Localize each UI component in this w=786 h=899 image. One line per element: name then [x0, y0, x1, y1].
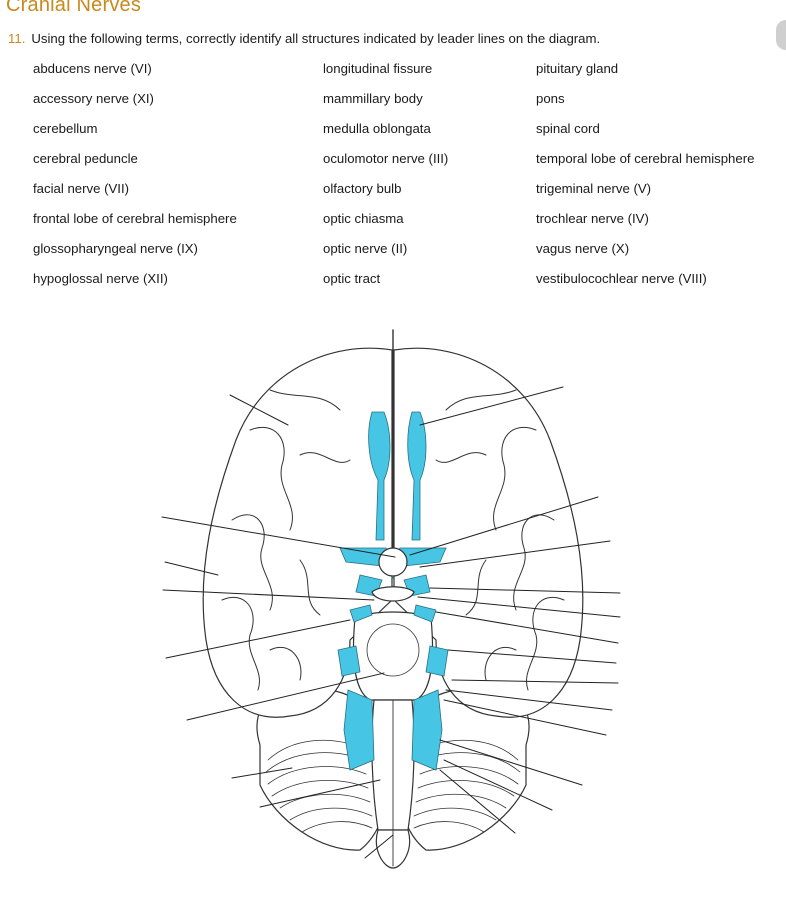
- leader-line: [451, 679, 619, 684]
- cerebral-hemispheres-drawing: [202, 329, 584, 718]
- leader-lines: [161, 386, 621, 859]
- question-number: 11.: [8, 31, 26, 46]
- term-item: trochlear nerve (IV): [536, 211, 649, 226]
- leader-line: [231, 767, 293, 779]
- leader-line: [439, 739, 583, 786]
- term-item: optic chiasma: [323, 211, 404, 226]
- term-item: mammillary body: [323, 91, 423, 106]
- term-item: oculomotor nerve (III): [323, 151, 449, 166]
- lower-cranial-nerves-right: [411, 689, 443, 771]
- term-item: spinal cord: [536, 121, 600, 136]
- brain-inferior-view-diagram: [161, 329, 621, 869]
- pituitary-gland: [378, 547, 408, 577]
- term-item: glossopharyngeal nerve (IX): [33, 241, 198, 256]
- olfactory-bulb-left: [368, 411, 391, 541]
- lower-cranial-nerves-left: [343, 689, 375, 771]
- leader-line: [364, 834, 394, 859]
- leader-line: [162, 589, 375, 601]
- term-item: medulla oblongata: [323, 121, 431, 136]
- oculomotor-nerves: [349, 604, 437, 623]
- term-item: pons: [536, 91, 565, 106]
- term-item: trigeminal nerve (V): [536, 181, 652, 196]
- term-item: pituitary gland: [536, 61, 619, 76]
- term-item: optic nerve (II): [323, 241, 408, 256]
- leader-line: [409, 496, 599, 556]
- leader-line: [186, 672, 385, 721]
- term-item: vagus nerve (X): [536, 241, 630, 256]
- leader-line: [165, 619, 351, 659]
- question-text: Using the following terms, correctly ide…: [31, 31, 601, 46]
- leader-line: [229, 394, 289, 426]
- term-item: cerebral peduncle: [33, 151, 138, 166]
- term-item: longitudinal fissure: [323, 61, 433, 76]
- leader-line: [161, 516, 396, 558]
- leader-line: [164, 561, 219, 576]
- term-item: abducens nerve (VI): [33, 61, 152, 76]
- term-item: optic tract: [323, 271, 381, 286]
- term-item: cerebellum: [33, 121, 98, 136]
- olfactory-bulb-right: [407, 411, 427, 541]
- trigeminal-nerves: [337, 645, 449, 677]
- leader-line: [419, 540, 611, 568]
- leader-line: [435, 611, 619, 644]
- term-item: hypoglossal nerve (XII): [33, 271, 168, 286]
- term-item: frontal lobe of cerebral hemisphere: [33, 211, 237, 226]
- page-title: Cranial Nerves: [6, 0, 142, 16]
- mammillary-body: [371, 586, 415, 602]
- leader-line: [429, 587, 621, 594]
- term-item: vestibulocochlear nerve (VIII): [536, 271, 707, 286]
- leader-line: [443, 759, 553, 811]
- pons-bulge: [366, 623, 420, 677]
- page-edge-marker: [776, 20, 786, 50]
- leader-line: [439, 769, 516, 834]
- leader-line: [417, 596, 621, 618]
- leader-line: [419, 386, 564, 426]
- term-item: olfactory bulb: [323, 181, 402, 196]
- leader-line: [445, 689, 613, 711]
- leader-line: [443, 699, 607, 736]
- term-item: temporal lobe of cerebral hemisphere: [536, 151, 755, 166]
- term-item: facial nerve (VII): [33, 181, 130, 196]
- leader-line: [259, 779, 381, 808]
- term-item: accessory nerve (XI): [33, 91, 154, 106]
- question-prompt: 11. Using the following terms, correctly …: [8, 31, 600, 46]
- leader-line: [447, 649, 617, 664]
